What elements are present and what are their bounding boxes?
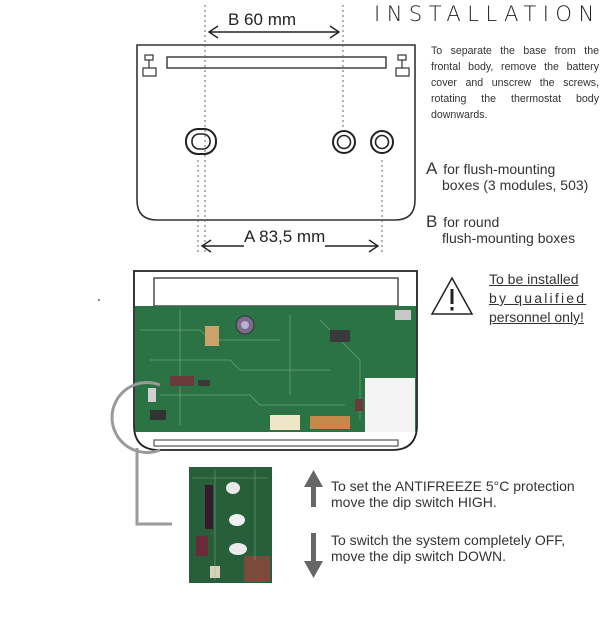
option-b-line1: for round: [443, 214, 500, 230]
dip-switch-high-note: To set the ANTIFREEZE 5°C protection mov…: [331, 478, 575, 510]
round-hole-b1: [332, 130, 356, 154]
right-screw-clip: [395, 54, 410, 77]
arrow-down-icon: [304, 533, 323, 578]
option-a-line2: boxes (3 modules, 503): [442, 177, 589, 193]
dip-switch-low-note: To switch the system completely OFF, mov…: [331, 532, 565, 564]
dimension-guides: [197, 5, 383, 255]
page-title: INSTALLATION: [374, 2, 601, 26]
option-b-line2: flush-mounting boxes: [442, 230, 576, 246]
dip-switch-closeup: [189, 467, 272, 583]
dimension-a-label: A 83,5 mm: [244, 227, 326, 247]
left-screw-clip: [142, 54, 157, 77]
option-a: A for flush-mounting boxes (3 modules, 5…: [426, 159, 589, 193]
base-top-slot: [166, 56, 387, 69]
pcb-board: [135, 306, 416, 432]
dimension-b-label: B 60 mm: [228, 10, 297, 30]
warning-text: To be installed by qualified personnel o…: [489, 270, 586, 327]
intro-text: To separate the base from the frontal bo…: [431, 45, 599, 121]
warning-line1: To be installed: [489, 271, 579, 287]
dip-low-line2: move the dip switch DOWN.: [331, 548, 507, 564]
option-a-letter: A: [426, 159, 438, 178]
slot-hole-a: [185, 128, 217, 155]
option-b-letter: B: [426, 212, 438, 231]
dip-low-line1: To switch the system completely OFF,: [331, 532, 566, 548]
round-hole-b2: [370, 130, 394, 154]
arrow-up-icon: [304, 470, 323, 507]
warning-line3: personnel only!: [489, 309, 584, 325]
warning-line2: by qualified: [489, 290, 587, 306]
dip-switch-callout: [110, 381, 172, 526]
dim-b-arrow: [207, 25, 341, 39]
warning-triangle-icon: [430, 276, 474, 315]
option-a-line1: for flush-mounting: [443, 161, 556, 177]
option-b: B for round flush-mounting boxes: [426, 212, 576, 246]
base-plate-outline: [136, 44, 416, 221]
dip-high-line1: To set the ANTIFREEZE 5°C protection: [331, 478, 575, 494]
dip-high-line2: move the dip switch HIGH.: [331, 494, 497, 510]
